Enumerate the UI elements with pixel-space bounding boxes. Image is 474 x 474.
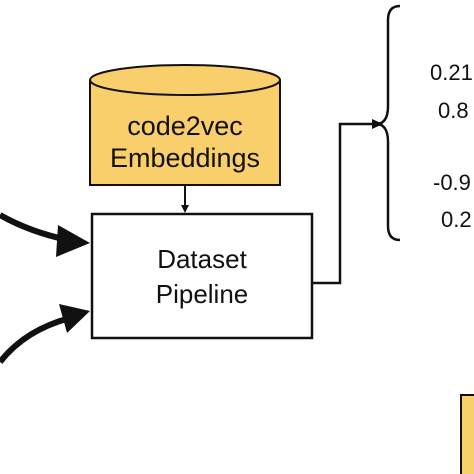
vector-brace xyxy=(375,4,401,242)
pipeline-to-vector-connector xyxy=(312,122,375,285)
partial-embedding-box xyxy=(460,394,474,474)
cylinder-body xyxy=(89,80,281,186)
pipeline-label-line1: Dataset xyxy=(157,244,247,274)
vector-value-2: 0.8 xyxy=(438,98,469,123)
pipeline-label-line2: Pipeline xyxy=(156,279,249,309)
dataset-pipeline-box: Dataset Pipeline xyxy=(90,212,314,340)
embeddings-label-line1: code2vec xyxy=(127,111,243,141)
embeddings-label-line2: Embeddings xyxy=(110,143,260,173)
pipeline-rect xyxy=(90,212,314,340)
incoming-arrow-top-head xyxy=(56,225,90,257)
incoming-arrow-bottom xyxy=(0,304,90,364)
incoming-arrow-bottom-head xyxy=(59,304,90,333)
vector-value-4: 0.2 xyxy=(441,207,472,232)
cylinder-top xyxy=(89,64,281,96)
incoming-arrow-top xyxy=(0,212,90,257)
vector-value-1: 0.21 xyxy=(430,60,473,85)
vector-value-3: -0.9 xyxy=(433,170,471,195)
embeddings-cylinder: code2vec Embeddings xyxy=(89,64,281,186)
